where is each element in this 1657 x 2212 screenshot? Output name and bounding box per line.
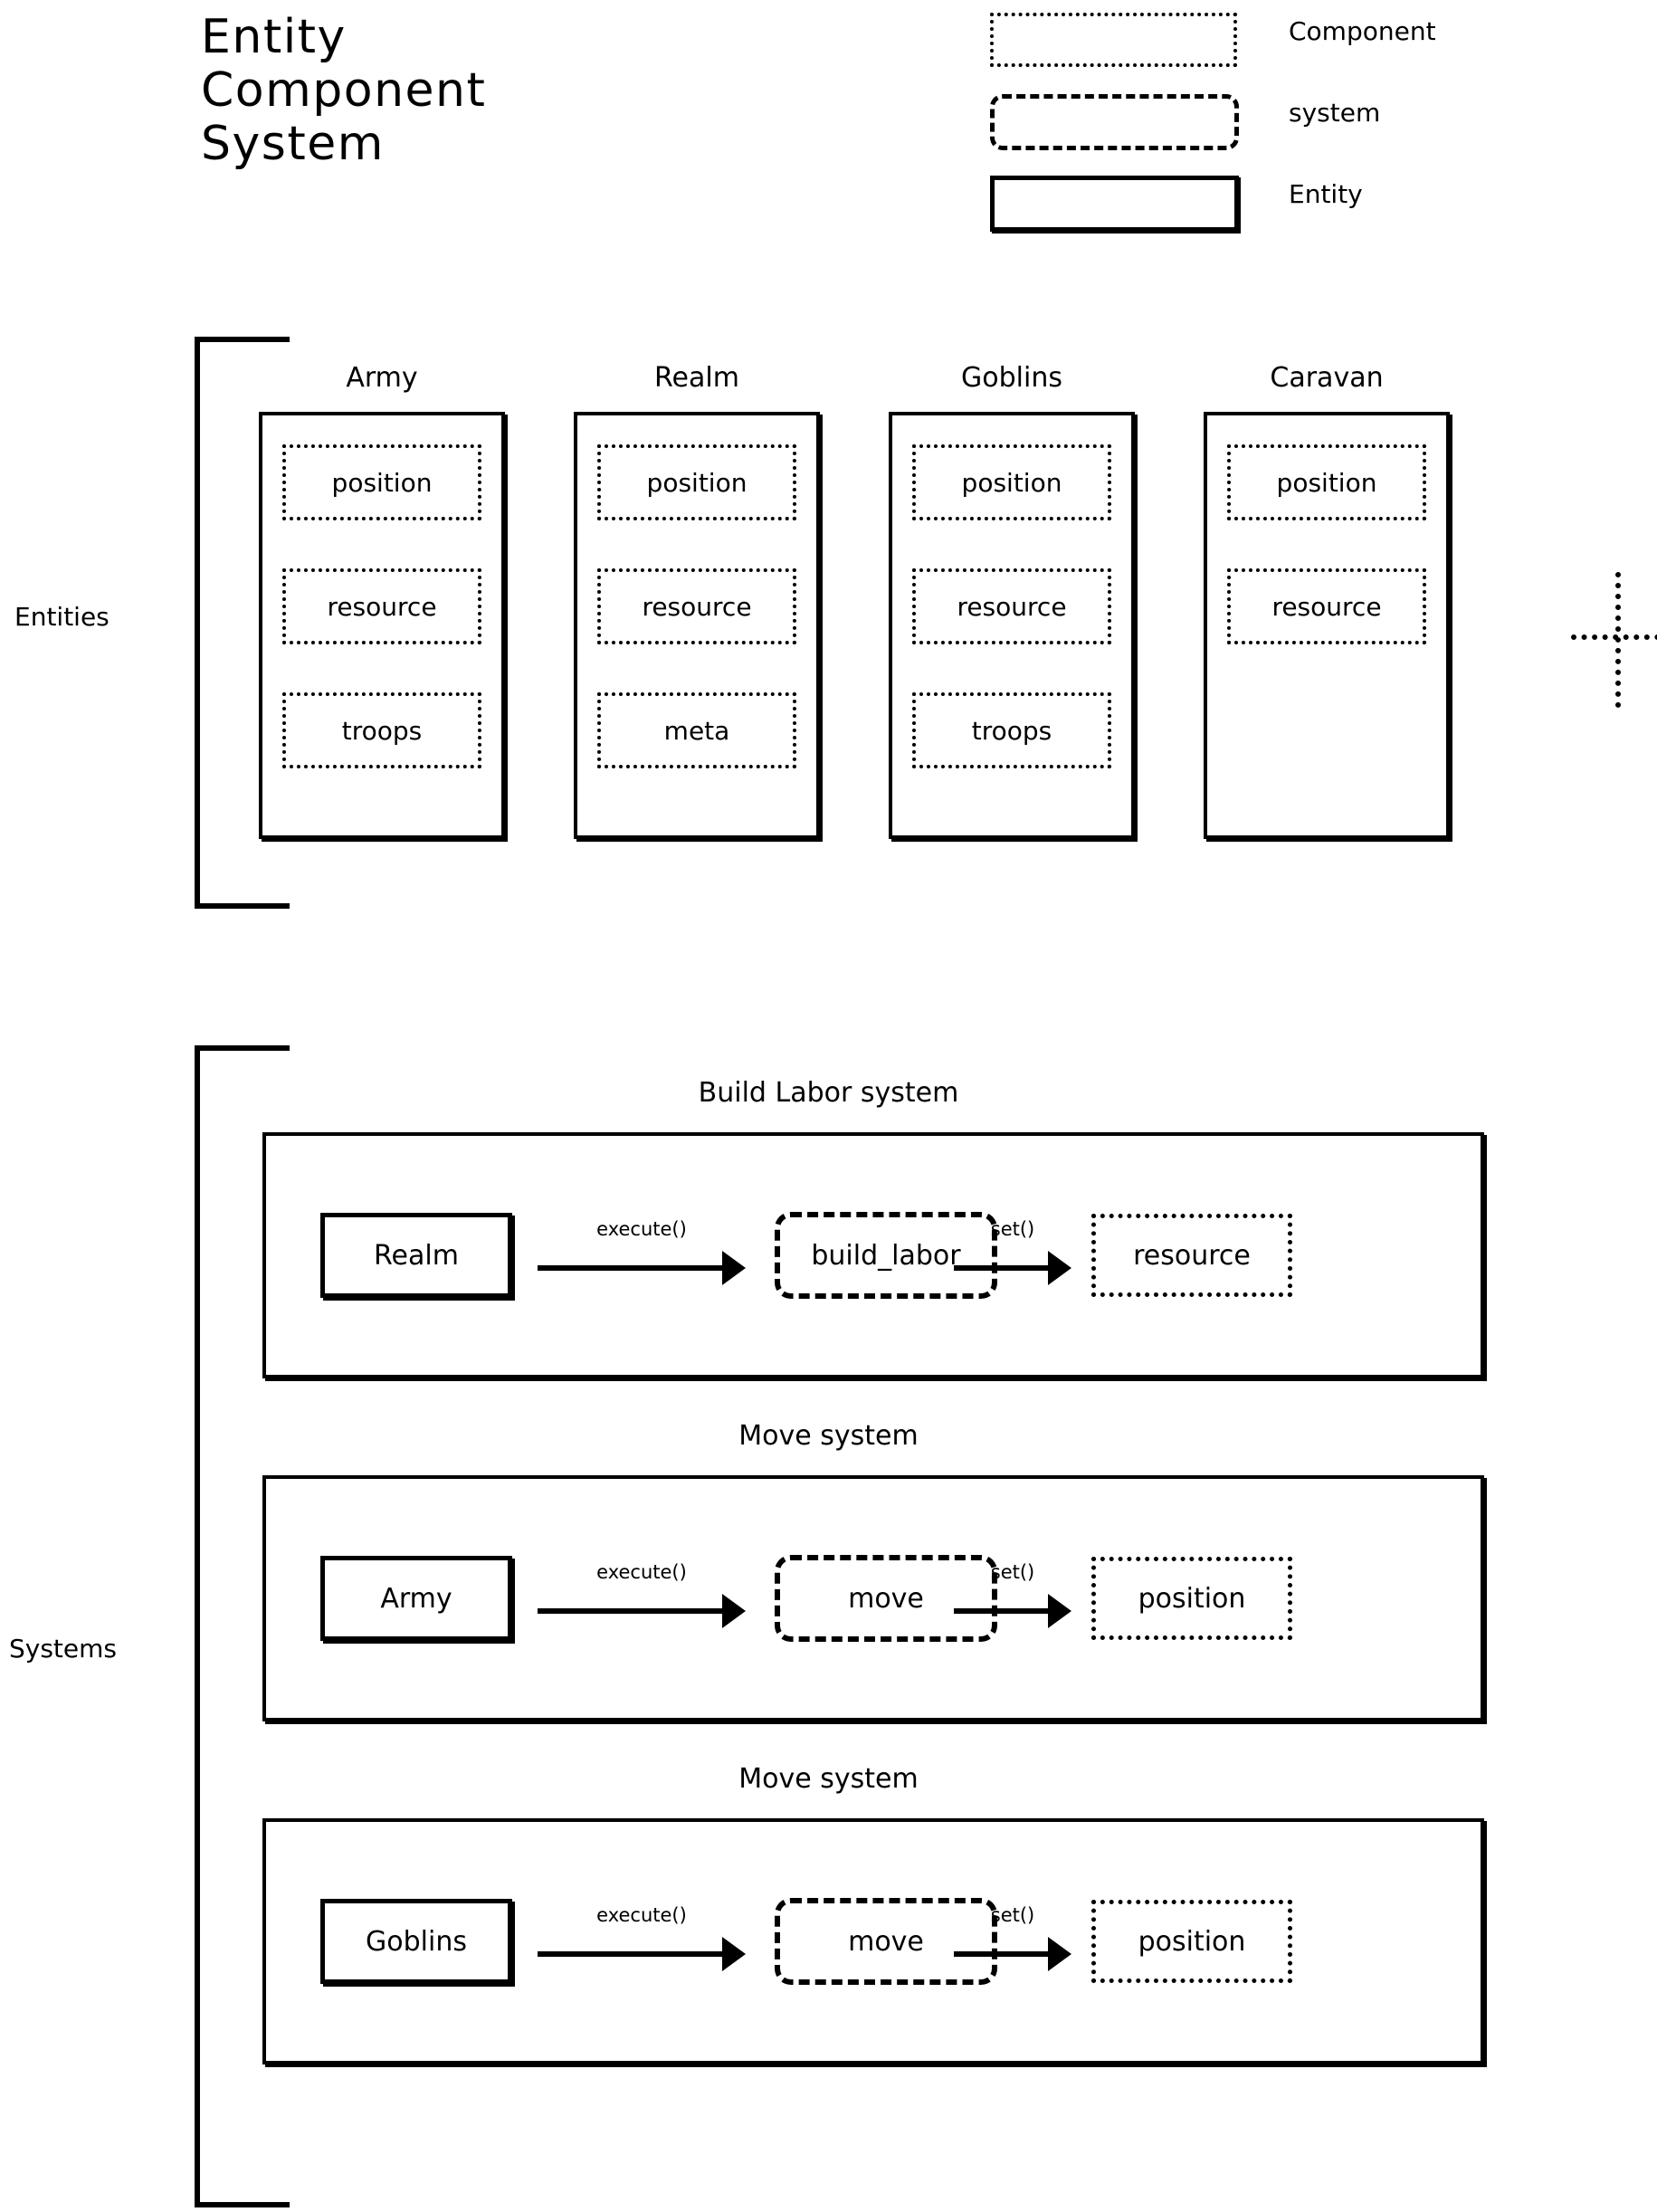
system-group-move-army: Move system Army execute() move set() po… xyxy=(0,1420,1657,1721)
legend-label-system: system xyxy=(1289,98,1381,128)
component-swatch xyxy=(990,13,1237,67)
system-swatch xyxy=(990,94,1239,150)
arrow-head-icon xyxy=(1048,1251,1071,1285)
flow-component-position: position xyxy=(1091,1557,1292,1640)
entity-card-goblins: Goblins position resource troops xyxy=(889,362,1135,839)
arrow-label-execute: execute() xyxy=(596,1218,687,1240)
dotted-plus-icon xyxy=(1571,572,1657,708)
arrow-execute: execute() xyxy=(538,1561,746,1630)
arrow-set: set() xyxy=(954,1561,1071,1630)
entity-title-realm: Realm xyxy=(654,362,739,394)
system-group-build-labor: Build Labor system Realm execute() build… xyxy=(0,1077,1657,1378)
flow-system-move: move xyxy=(775,1898,997,1985)
systems-list: Build Labor system Realm execute() build… xyxy=(0,1077,1657,2106)
component-resource: resource xyxy=(912,568,1111,644)
arrow-execute: execute() xyxy=(538,1904,746,1973)
entity-card-caravan: Caravan position resource xyxy=(1204,362,1450,839)
entities-row: Army position resource troops Realm posi… xyxy=(259,362,1526,923)
arrow-line xyxy=(538,1265,726,1271)
arrow-head-icon xyxy=(722,1594,746,1628)
component-resource: resource xyxy=(1227,568,1426,644)
system-flow: Realm execute() build_labor set() resour… xyxy=(266,1136,1481,1375)
entity-card-realm: Realm position resource meta xyxy=(574,362,820,839)
flow-system-move: move xyxy=(775,1555,997,1642)
system-title-move-army: Move system xyxy=(738,1420,919,1452)
component-resource: resource xyxy=(597,568,796,644)
entity-box-goblins: position resource troops xyxy=(889,412,1135,839)
arrow-head-icon xyxy=(1048,1937,1071,1971)
arrow-set: set() xyxy=(954,1218,1071,1287)
legend-row-entity: Entity xyxy=(990,176,1533,232)
arrow-head-icon xyxy=(1048,1594,1071,1628)
arrow-label-execute: execute() xyxy=(596,1904,687,1926)
component-troops: troops xyxy=(912,692,1111,768)
plus-horizontal xyxy=(1571,634,1657,640)
title-line-1: Entity xyxy=(201,10,347,64)
title-line-3: System xyxy=(201,116,385,171)
system-frame-build-labor: Realm execute() build_labor set() resour… xyxy=(262,1132,1484,1378)
component-resource: resource xyxy=(282,568,481,644)
arrow-execute: execute() xyxy=(538,1218,746,1287)
arrow-head-icon xyxy=(722,1251,746,1285)
plus-vertical xyxy=(1615,572,1621,708)
system-title-move-goblins: Move system xyxy=(738,1763,919,1795)
systems-section-label: Systems xyxy=(9,1634,117,1664)
system-title-build-labor: Build Labor system xyxy=(698,1077,959,1109)
flow-entity-realm: Realm xyxy=(320,1213,512,1298)
title-line-2: Component xyxy=(201,62,487,118)
system-group-move-goblins: Move system Goblins execute() move set()… xyxy=(0,1763,1657,2064)
system-frame-move-army: Army execute() move set() position xyxy=(262,1475,1484,1721)
entities-section-label: Entities xyxy=(14,602,110,632)
legend-label-entity: Entity xyxy=(1289,179,1363,209)
legend-label-component: Component xyxy=(1289,16,1436,46)
flow-component-position: position xyxy=(1091,1900,1292,1983)
component-position: position xyxy=(1227,444,1426,520)
entity-card-army: Army position resource troops xyxy=(259,362,505,839)
page-title: Entity Component System xyxy=(201,11,486,170)
legend: Component system Entity xyxy=(990,13,1533,257)
arrow-line xyxy=(538,1951,726,1957)
system-frame-move-goblins: Goblins execute() move set() position xyxy=(262,1818,1484,2064)
legend-row-system: system xyxy=(990,94,1533,150)
entity-title-army: Army xyxy=(346,362,418,394)
system-flow: Army execute() move set() position xyxy=(266,1479,1481,1718)
component-position: position xyxy=(912,444,1111,520)
arrow-line xyxy=(538,1608,726,1614)
flow-entity-army: Army xyxy=(320,1556,512,1641)
arrow-line xyxy=(954,1608,1052,1614)
arrow-line xyxy=(954,1951,1052,1957)
flow-system-build-labor: build_labor xyxy=(775,1212,997,1299)
flow-component-resource: resource xyxy=(1091,1214,1292,1297)
legend-row-component: Component xyxy=(990,13,1533,67)
entities-bracket xyxy=(195,337,290,909)
component-troops: troops xyxy=(282,692,481,768)
component-position: position xyxy=(597,444,796,520)
systems-bracket xyxy=(195,1045,290,2207)
arrow-label-set: set() xyxy=(990,1904,1035,1926)
arrow-label-set: set() xyxy=(990,1561,1035,1583)
arrow-line xyxy=(954,1265,1052,1271)
flow-entity-goblins: Goblins xyxy=(320,1899,512,1984)
arrow-label-set: set() xyxy=(990,1218,1035,1240)
arrow-head-icon xyxy=(722,1937,746,1971)
entity-box-caravan: position resource xyxy=(1204,412,1450,839)
entity-box-army: position resource troops xyxy=(259,412,505,839)
component-meta: meta xyxy=(597,692,796,768)
entity-title-caravan: Caravan xyxy=(1270,362,1384,394)
entity-box-realm: position resource meta xyxy=(574,412,820,839)
arrow-label-execute: execute() xyxy=(596,1561,687,1583)
entity-swatch xyxy=(990,176,1239,232)
entity-title-goblins: Goblins xyxy=(961,362,1062,394)
arrow-set: set() xyxy=(954,1904,1071,1973)
component-position: position xyxy=(282,444,481,520)
system-flow: Goblins execute() move set() position xyxy=(266,1822,1481,2061)
